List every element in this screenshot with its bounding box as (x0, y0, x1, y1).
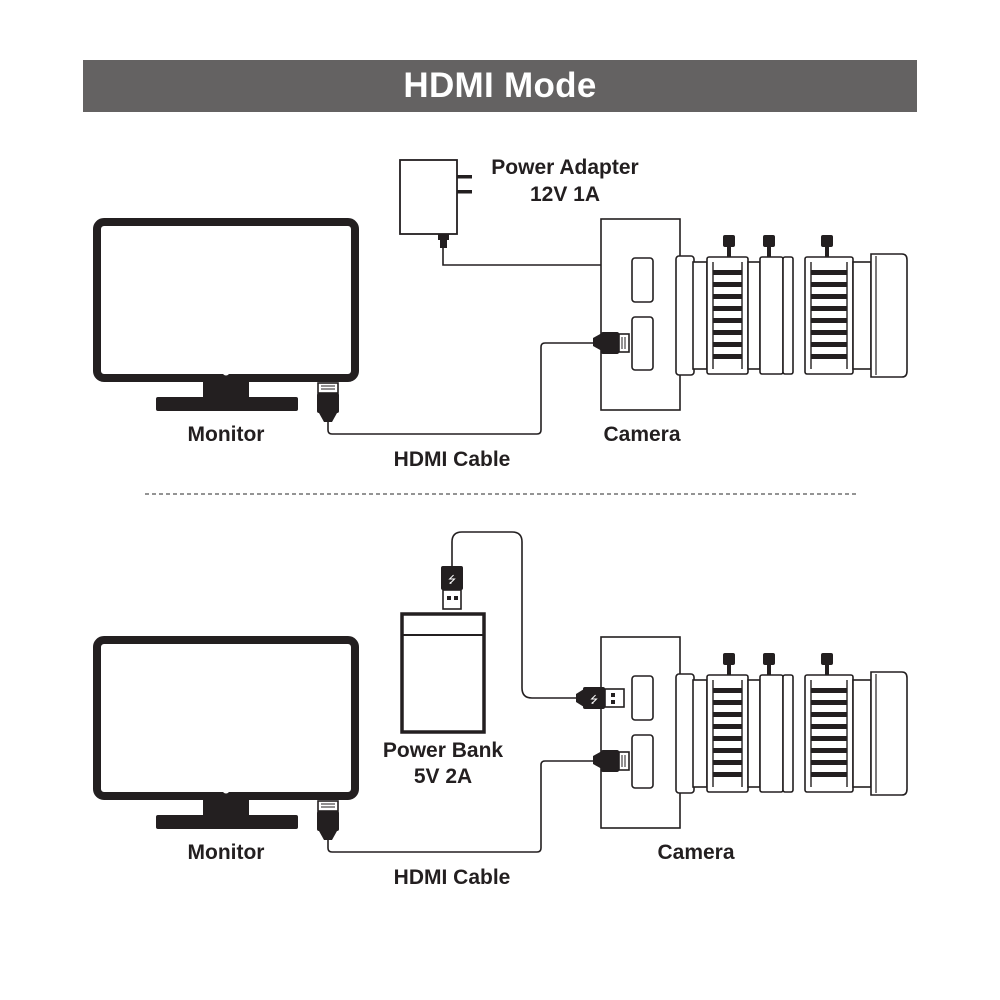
monitor-icon (97, 640, 355, 829)
power-label-line1: Power Adapter (491, 156, 638, 179)
usb-cable: ⭍ ⭍ (441, 531, 625, 709)
page-title: HDMI Mode (403, 66, 597, 105)
camera-icon (600, 636, 908, 829)
setup-power-adapter: Monitor HDMI Cable Camera Power Adapter … (97, 156, 908, 471)
power-label-line2: 12V 1A (530, 183, 600, 206)
hdmi-plug-icon (592, 331, 630, 355)
camera-icon (600, 218, 908, 411)
hdmi-cable (316, 331, 630, 435)
monitor-icon (97, 222, 355, 411)
setup-power-bank: ⭍ ⭍ Monitor HDMI Cable Camera Power Bank… (97, 531, 908, 889)
power-label-line2: 5V 2A (414, 765, 472, 788)
svg-text:⭍: ⭍ (590, 694, 598, 706)
power-bank-icon (400, 612, 486, 734)
hdmi-plug-icon (316, 800, 340, 841)
camera-label: Camera (657, 841, 734, 864)
title-banner: HDMI Mode (83, 60, 917, 112)
monitor-label: Monitor (188, 841, 265, 864)
svg-text:⭍: ⭍ (448, 574, 456, 586)
camera-label: Camera (603, 423, 680, 446)
power-label-line1: Power Bank (383, 739, 504, 762)
hdmi-cable-label: HDMI Cable (394, 866, 511, 889)
usb-plug-icon: ⭍ (576, 687, 625, 709)
hdmi-cable (327, 760, 593, 853)
hdmi-plug-icon (316, 382, 340, 423)
hdmi-cable-label: HDMI Cable (394, 448, 511, 471)
monitor-label: Monitor (188, 423, 265, 446)
hdmi-plug-icon (592, 749, 630, 773)
usb-plug-icon: ⭍ (441, 566, 463, 610)
power-adapter-icon (399, 159, 601, 266)
